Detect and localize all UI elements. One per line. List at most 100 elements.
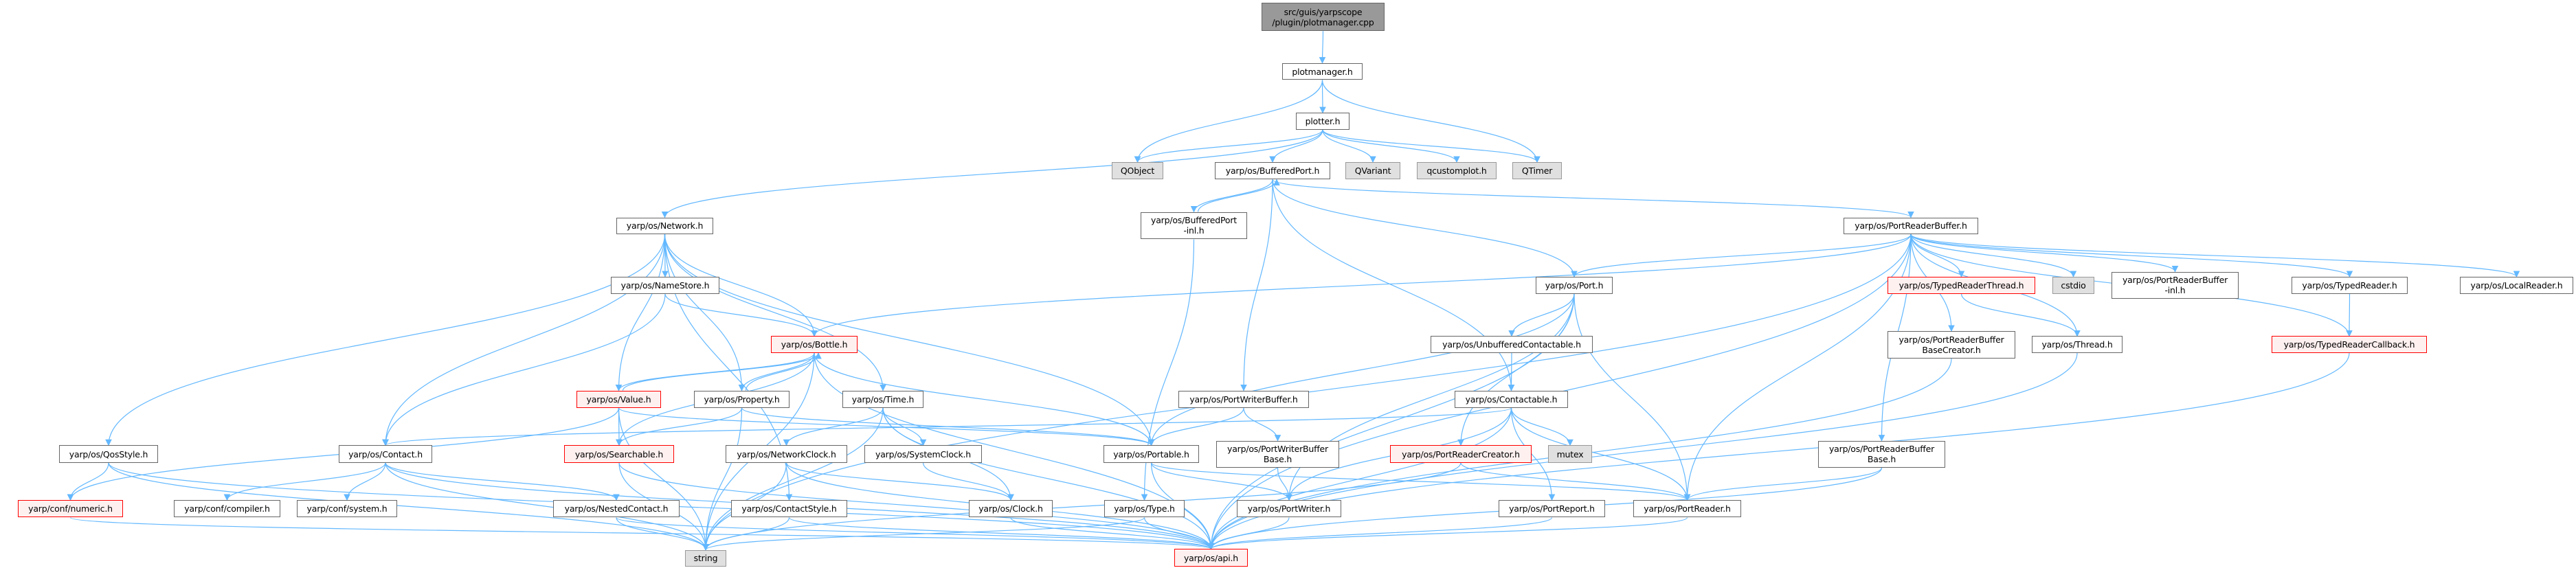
edge-BufferedPort-to-PortReaderBuffer bbox=[1272, 179, 1914, 218]
node-port-reader-buffer-inl[interactable]: yarp/os/PortReaderBuffer -inl.h bbox=[2112, 271, 2239, 299]
edge-Property-to-Bottle bbox=[745, 352, 822, 391]
node-type[interactable]: yarp/os/Type.h bbox=[1104, 500, 1185, 518]
node-string[interactable]: string bbox=[685, 549, 726, 567]
edge-Bottle-to-api bbox=[814, 353, 1215, 550]
edge-Time-to-api bbox=[882, 407, 1215, 550]
edge-plotter-to-BufferedPort bbox=[1269, 129, 1323, 163]
node-searchable[interactable]: yarp/os/Searchable.h bbox=[564, 445, 674, 463]
node-port-reader[interactable]: yarp/os/PortReader.h bbox=[1633, 500, 1741, 518]
edge-Value-to-Bottle bbox=[622, 352, 822, 391]
node-qos-style[interactable]: yarp/os/QosStyle.h bbox=[59, 445, 158, 463]
edge-QosStyle-to-numeric bbox=[67, 462, 109, 501]
node-api[interactable]: yarp/os/api.h bbox=[1174, 549, 1248, 567]
edge-Port-to-PortReader bbox=[1573, 293, 1691, 501]
edge-Network-to-Value bbox=[615, 234, 666, 391]
edge-plotter-to-QVariant bbox=[1322, 129, 1376, 163]
node-value[interactable]: yarp/os/Value.h bbox=[576, 390, 661, 408]
edge-Portable-to-PortReader bbox=[1150, 462, 1691, 501]
node-qcustomplot[interactable]: qcustomplot.h bbox=[1417, 162, 1497, 180]
edge-NestedContact-to-api bbox=[616, 516, 1214, 550]
node-qobject[interactable]: QObject bbox=[1112, 162, 1163, 180]
edge-Clock-to-api bbox=[1010, 517, 1215, 550]
edge-PortReaderBuffer-to-Bottle bbox=[811, 234, 1912, 337]
node-nested-contact[interactable]: yarp/os/NestedContact.h bbox=[553, 500, 680, 518]
edge-Network-to-Property bbox=[664, 234, 746, 391]
edge-Contactable-to-Contact bbox=[382, 407, 1512, 446]
node-port-reader-buffer-base[interactable]: yarp/os/PortReaderBuffer Base.h bbox=[1818, 440, 1945, 468]
edge-PortReaderCreator-to-PortReader bbox=[1460, 462, 1691, 501]
edge-plotmanager-to-QObject bbox=[1134, 80, 1323, 163]
edge-SystemClock-to-Clock bbox=[922, 462, 1014, 501]
node-thread[interactable]: yarp/os/Thread.h bbox=[2032, 336, 2123, 354]
node-port[interactable]: yarp/os/Port.h bbox=[1536, 276, 1613, 294]
node-mutex[interactable]: mutex bbox=[1548, 445, 1592, 463]
edge-Contactable-to-PortReader bbox=[1510, 407, 1691, 501]
edge-Contactable-to-PortReport bbox=[1510, 407, 1556, 501]
edge-plotter-to-QTimer bbox=[1322, 129, 1541, 163]
node-portable[interactable]: yarp/os/Portable.h bbox=[1104, 445, 1199, 463]
node-cstdio[interactable]: cstdio bbox=[2052, 276, 2094, 294]
node-port-reader-buffer[interactable]: yarp/os/PortReaderBuffer.h bbox=[1844, 217, 1978, 235]
edge-NetworkClock-to-Clock bbox=[785, 462, 1014, 501]
edge-NestedContact-to-string bbox=[616, 517, 709, 551]
node-clock[interactable]: yarp/os/Clock.h bbox=[969, 500, 1053, 518]
node-typed-reader-callback[interactable]: yarp/os/TypedReaderCallback.h bbox=[2272, 336, 2427, 354]
node-qvariant[interactable]: QVariant bbox=[1345, 162, 1400, 180]
edge-Type-to-string bbox=[702, 516, 1145, 551]
node-typed-reader[interactable]: yarp/os/TypedReader.h bbox=[2292, 276, 2408, 294]
edge-PortReaderBuffer-to-cstdio bbox=[1910, 234, 2077, 277]
edge-Contact-to-system bbox=[344, 462, 386, 501]
edge-NameStore-to-Contact bbox=[382, 293, 666, 446]
edge-Time-to-NetworkClock bbox=[783, 407, 884, 446]
node-contact[interactable]: yarp/os/Contact.h bbox=[339, 445, 432, 463]
edge-Contactable-to-mutex bbox=[1510, 407, 1573, 446]
node-system[interactable]: yarp/conf/system.h bbox=[297, 500, 397, 518]
edge-PortWriterBuffer-to-PortWriterBufferBase bbox=[1243, 407, 1281, 442]
edge-BufferedPortInl-to-BufferedPort bbox=[1197, 179, 1280, 212]
edge-plotter-to-QObject bbox=[1134, 129, 1323, 163]
edge-BufferedPort-to-BufferedPortInl bbox=[1190, 179, 1273, 213]
edge-PortReaderBuffer-to-PortReaderBufferInl bbox=[1910, 234, 2179, 273]
edge-plotmanager-to-QTimer bbox=[1321, 80, 1541, 163]
node-port-writer-buffer[interactable]: yarp/os/PortWriterBuffer.h bbox=[1178, 390, 1309, 408]
node-typed-reader-thread[interactable]: yarp/os/TypedReaderThread.h bbox=[1888, 276, 2035, 294]
node-compiler[interactable]: yarp/conf/compiler.h bbox=[174, 500, 280, 518]
node-bottle[interactable]: yarp/os/Bottle.h bbox=[771, 336, 858, 354]
node-contact-style[interactable]: yarp/os/ContactStyle.h bbox=[731, 500, 847, 518]
edge-Network-to-Contact bbox=[382, 234, 666, 446]
edge-PortReport-to-api bbox=[1207, 516, 1553, 550]
node-network-clock[interactable]: yarp/os/NetworkClock.h bbox=[726, 445, 847, 463]
node-name-store[interactable]: yarp/os/NameStore.h bbox=[611, 276, 719, 294]
node-time[interactable]: yarp/os/Time.h bbox=[842, 390, 923, 408]
node-numeric[interactable]: yarp/conf/numeric.h bbox=[18, 500, 123, 518]
edge-Time-to-SystemClock bbox=[882, 407, 927, 446]
node-buffered-port[interactable]: yarp/os/BufferedPort.h bbox=[1215, 162, 1330, 180]
node-port-reader-buffer-base-creator[interactable]: yarp/os/PortReaderBuffer BaseCreator.h bbox=[1888, 331, 2015, 359]
node-qtimer[interactable]: QTimer bbox=[1512, 162, 1562, 180]
edge-BufferedPort-to-Contactable bbox=[1272, 179, 1515, 391]
node-contactable[interactable]: yarp/os/Contactable.h bbox=[1455, 390, 1568, 408]
edge-PortReaderBufferBase-to-PortReader bbox=[1683, 467, 1883, 501]
node-buffered-port-inl[interactable]: yarp/os/BufferedPort -inl.h bbox=[1141, 212, 1247, 240]
edge-numeric-to-api bbox=[69, 516, 1214, 550]
edge-PortReaderBuffer-to-TypedReaderThread bbox=[1910, 234, 1965, 277]
edge-PortReaderBuffer-to-TypedReader bbox=[1910, 234, 2353, 277]
node-unbuffered-contactable[interactable]: yarp/os/UnbufferedContactable.h bbox=[1431, 336, 1593, 354]
node-root[interactable]: src/guis/yarpscope /plugin/plotmanager.c… bbox=[1262, 2, 1385, 32]
edge-Property-to-Searchable bbox=[616, 407, 743, 446]
node-port-report[interactable]: yarp/os/PortReport.h bbox=[1499, 500, 1605, 518]
node-system-clock[interactable]: yarp/os/SystemClock.h bbox=[864, 445, 982, 463]
node-plotmanager[interactable]: plotmanager.h bbox=[1282, 63, 1363, 80]
node-port-writer[interactable]: yarp/os/PortWriter.h bbox=[1237, 500, 1341, 518]
node-port-writer-buffer-base[interactable]: yarp/os/PortWriterBuffer Base.h bbox=[1216, 440, 1339, 468]
node-port-reader-creator[interactable]: yarp/os/PortReaderCreator.h bbox=[1390, 445, 1532, 463]
edge-Network-to-Time bbox=[664, 234, 886, 391]
edge-plotter-to-qcustomplot bbox=[1322, 129, 1460, 163]
node-network[interactable]: yarp/os/Network.h bbox=[616, 217, 713, 235]
node-local-reader[interactable]: yarp/os/LocalReader.h bbox=[2460, 276, 2573, 294]
node-property[interactable]: yarp/os/Property.h bbox=[694, 390, 789, 408]
edge-Network-to-QosStyle bbox=[105, 234, 666, 446]
edge-Bottle-to-Portable bbox=[814, 353, 1155, 446]
node-plotter[interactable]: plotter.h bbox=[1296, 113, 1349, 130]
